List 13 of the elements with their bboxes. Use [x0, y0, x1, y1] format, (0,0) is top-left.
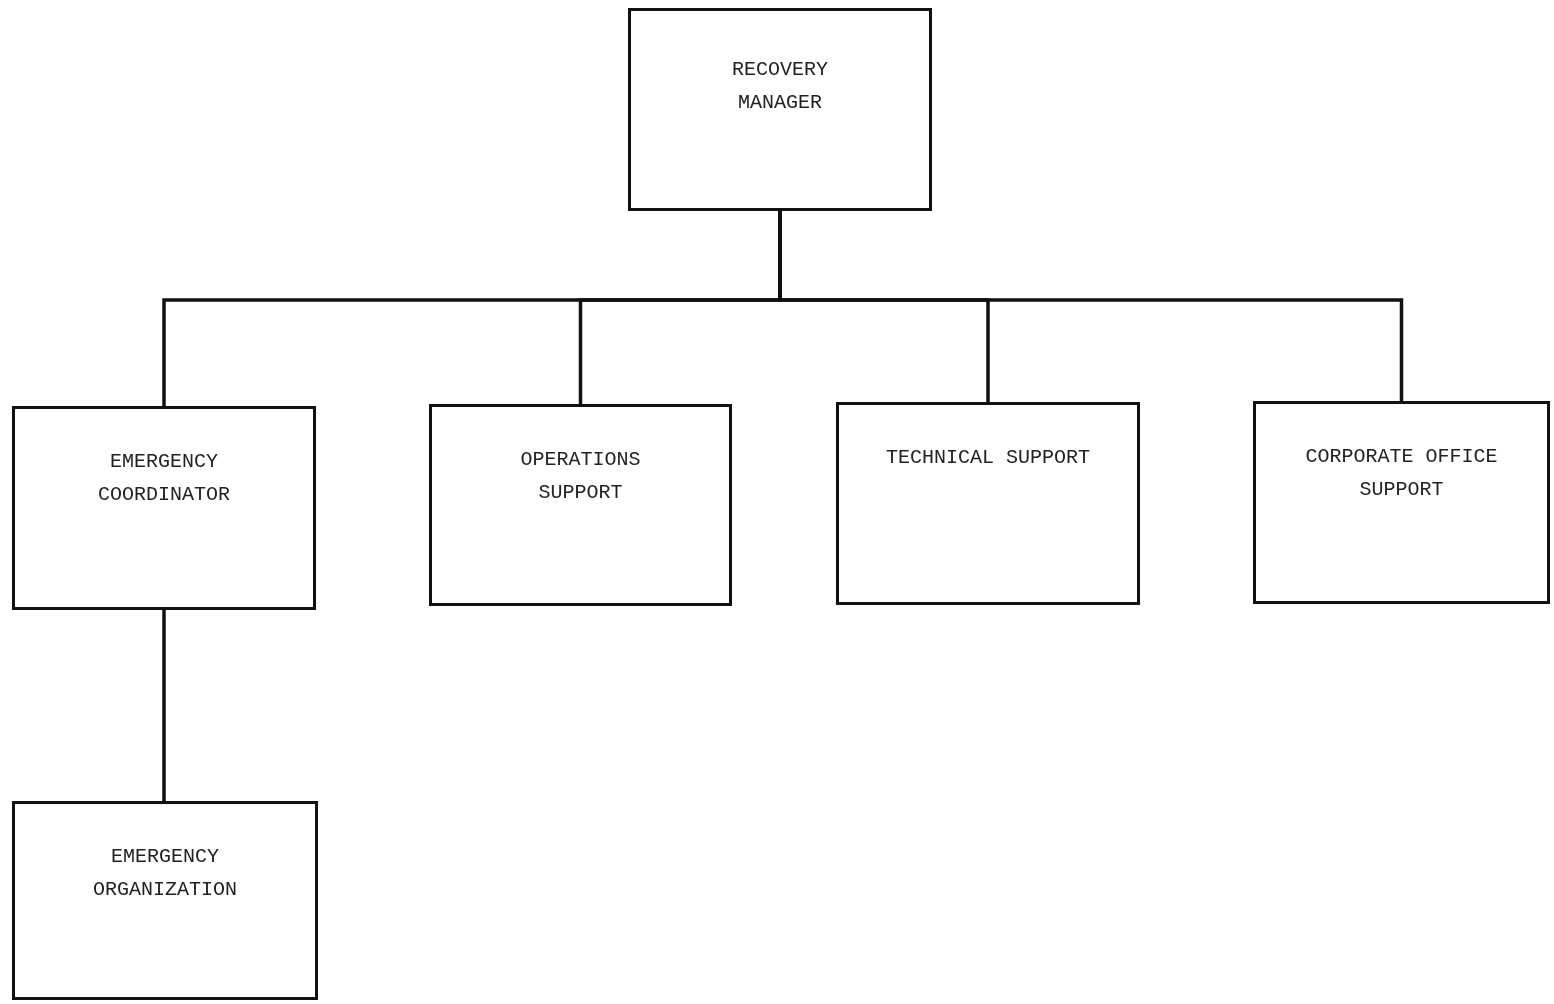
org-box: [12, 801, 318, 1000]
box-label: CORPORATE OFFICE SUPPORT: [1304, 444, 1499, 503]
box-label: EMERGENCY ORGANIZATION: [92, 844, 238, 903]
org-box: [836, 402, 1140, 605]
connector-line: [162, 610, 166, 801]
box-label: EMERGENCY COORDINATOR: [97, 449, 231, 508]
org-box: [1253, 401, 1550, 604]
box-label: OPERATIONS SUPPORT: [519, 447, 642, 506]
org-box: [12, 406, 316, 610]
box-label: TECHNICAL SUPPORT: [884, 445, 1091, 471]
org-box: [429, 404, 732, 606]
org-box: [628, 8, 932, 211]
box-label: RECOVERY MANAGER: [731, 57, 829, 116]
